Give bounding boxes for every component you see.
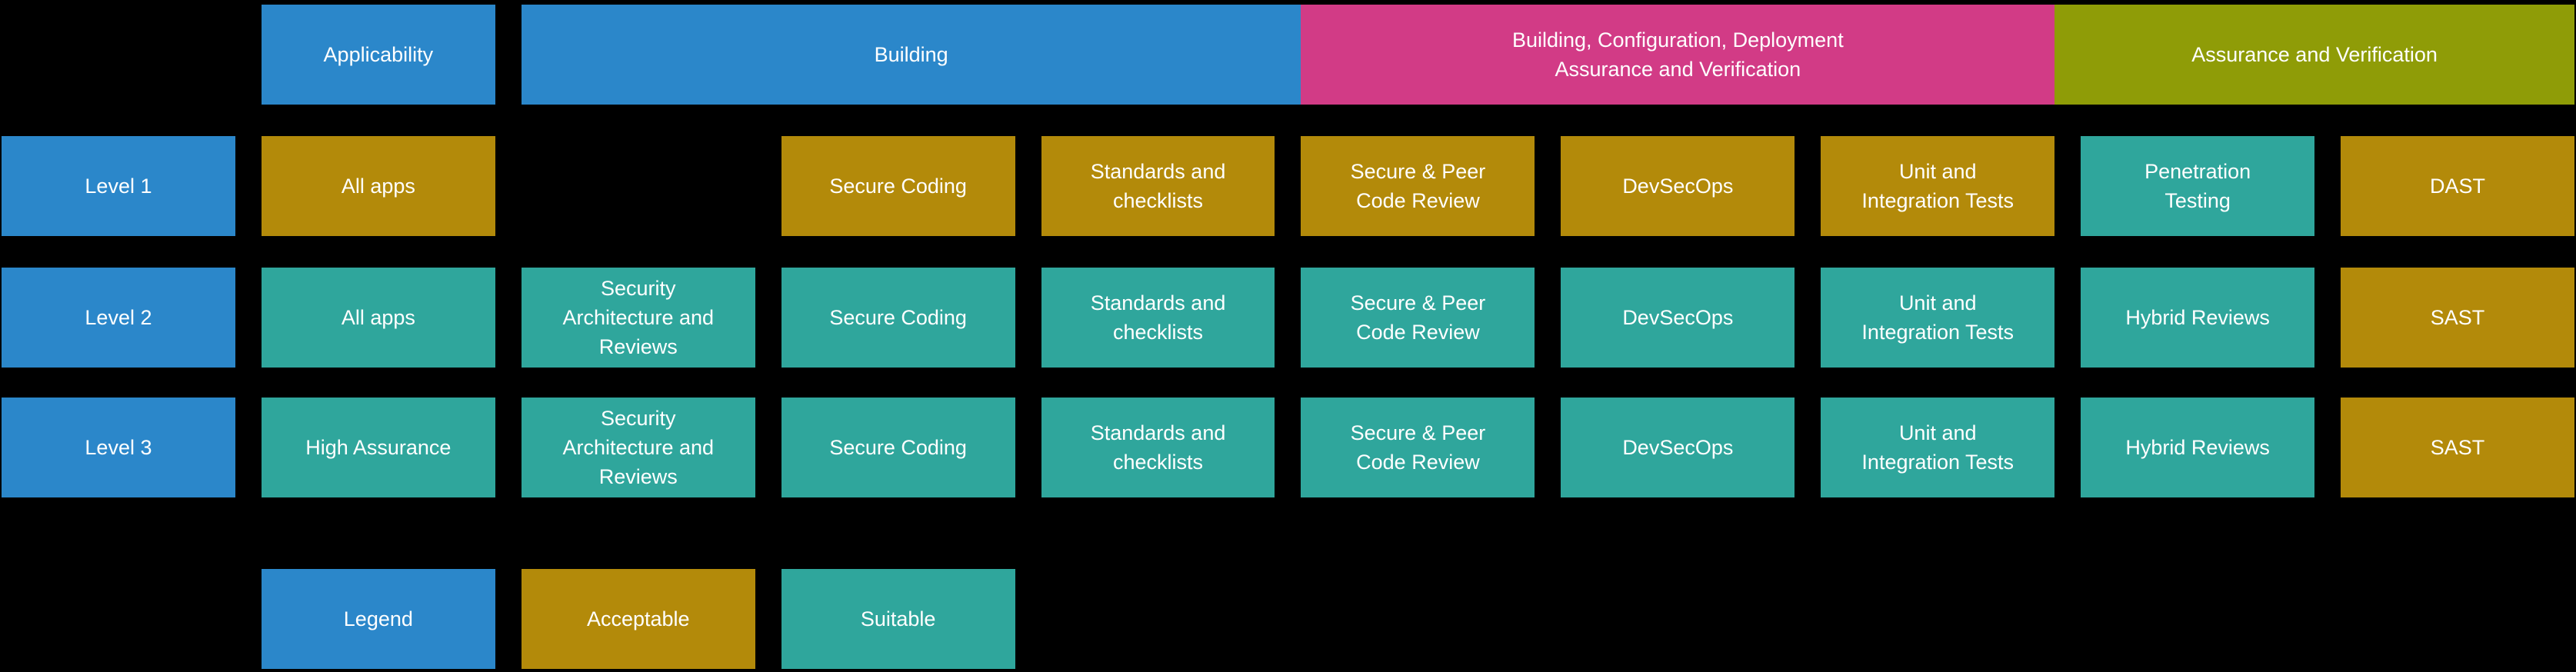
- cell-l3-security-architecture-reviews: Security Architecture and Reviews: [521, 398, 755, 497]
- cell-l1-penetration-testing: Penetration Testing: [2081, 136, 2315, 236]
- row-label-level-2: Level 2: [2, 268, 235, 368]
- header-building: Building: [521, 5, 1301, 105]
- cell-l3-secure-coding: Secure Coding: [781, 398, 1015, 497]
- cell-l2-sast: SAST: [2341, 268, 2574, 368]
- cell-l1-devsecops: DevSecOps: [1561, 136, 1795, 236]
- header-building-configuration-deployment: Building, Configuration, Deployment Assu…: [1301, 5, 2055, 105]
- legend-acceptable: Acceptable: [521, 569, 755, 669]
- cell-l1-secure-peer-code-review: Secure & Peer Code Review: [1301, 136, 1535, 236]
- legend-title: Legend: [261, 569, 495, 669]
- cell-l3-secure-peer-code-review: Secure & Peer Code Review: [1301, 398, 1535, 497]
- cell-l1-all-apps: All apps: [261, 136, 495, 236]
- cell-l1-dast: DAST: [2341, 136, 2574, 236]
- legend-suitable: Suitable: [781, 569, 1015, 669]
- row-label-level-3: Level 3: [2, 398, 235, 497]
- cell-l1-unit-integration-tests: Unit and Integration Tests: [1821, 136, 2055, 236]
- cell-l1-standards-checklists: Standards and checklists: [1041, 136, 1275, 236]
- row-label-level-1: Level 1: [2, 136, 235, 236]
- cell-l2-unit-integration-tests: Unit and Integration Tests: [1821, 268, 2055, 368]
- cell-l2-secure-coding: Secure Coding: [781, 268, 1015, 368]
- cell-l2-secure-peer-code-review: Secure & Peer Code Review: [1301, 268, 1535, 368]
- header-assurance-and-verification: Assurance and Verification: [2054, 5, 2574, 105]
- cell-l1-secure-coding: Secure Coding: [781, 136, 1015, 236]
- cell-l3-standards-checklists: Standards and checklists: [1041, 398, 1275, 497]
- cell-l3-sast: SAST: [2341, 398, 2574, 497]
- cell-l3-devsecops: DevSecOps: [1561, 398, 1795, 497]
- cell-l2-all-apps: All apps: [261, 268, 495, 368]
- cell-l3-hybrid-reviews: Hybrid Reviews: [2081, 398, 2315, 497]
- cell-l2-hybrid-reviews: Hybrid Reviews: [2081, 268, 2315, 368]
- cell-l2-devsecops: DevSecOps: [1561, 268, 1795, 368]
- cell-l3-unit-integration-tests: Unit and Integration Tests: [1821, 398, 2055, 497]
- cell-l3-high-assurance: High Assurance: [261, 398, 495, 497]
- header-applicability: Applicability: [261, 5, 495, 105]
- cell-l2-security-architecture-reviews: Security Architecture and Reviews: [521, 268, 755, 368]
- cell-l2-standards-checklists: Standards and checklists: [1041, 268, 1275, 368]
